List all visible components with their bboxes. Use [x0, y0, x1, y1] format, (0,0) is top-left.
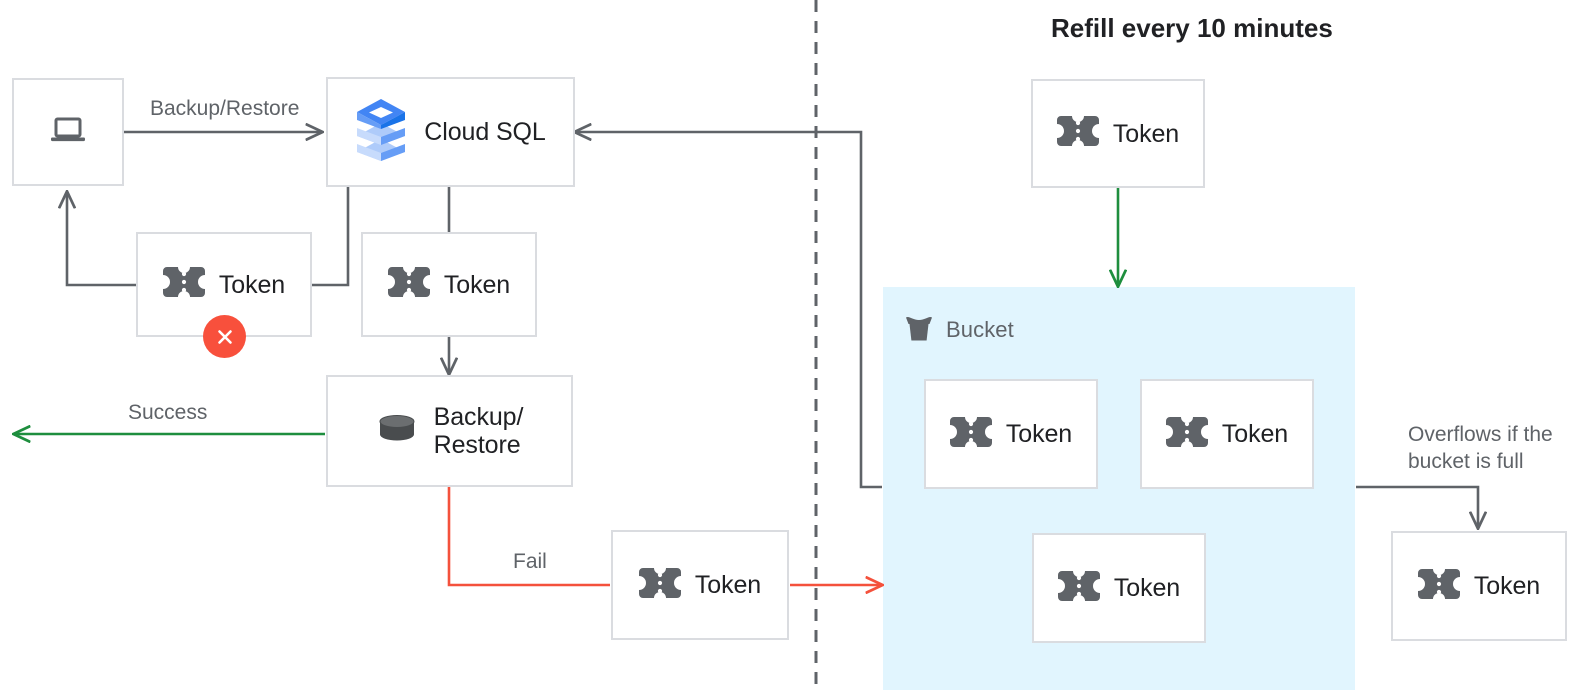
node-label-cloud-sql: Cloud SQL — [424, 118, 546, 146]
node-label-token-fail: Token — [694, 571, 762, 599]
node-label-token-overflow: Token — [1473, 572, 1541, 600]
node-token-refill[interactable]: Token — [1031, 79, 1205, 188]
diagram-title: Refill every 10 minutes — [1051, 13, 1333, 43]
node-label-token-accepted: Token — [443, 270, 511, 299]
node-token-accepted[interactable]: Token — [361, 232, 537, 337]
token-icon — [162, 265, 205, 304]
token-icon — [638, 566, 681, 605]
bucket-header: Bucket — [903, 312, 1014, 348]
token-icon — [1417, 567, 1460, 606]
laptop-icon — [48, 115, 88, 150]
error-x-icon — [203, 315, 246, 358]
database-icon — [376, 412, 418, 451]
node-token-bucket-2[interactable]: Token — [1140, 379, 1314, 489]
token-icon — [949, 415, 992, 454]
node-label-token-bucket-2: Token — [1221, 420, 1289, 448]
node-label-token-bucket-1: Token — [1005, 420, 1073, 448]
node-computer[interactable] — [12, 78, 124, 186]
token-icon — [387, 265, 430, 304]
node-token-overflow[interactable]: Token — [1391, 531, 1567, 641]
bucket-icon — [903, 312, 935, 348]
bucket-title-label: Bucket — [946, 317, 1014, 342]
edge-label-success: Success — [128, 401, 208, 424]
edge-label-fail: Fail — [513, 550, 547, 573]
token-icon — [1165, 415, 1208, 454]
node-label-token-refill: Token — [1112, 119, 1180, 148]
edge-token-rejected-to-computer — [67, 192, 136, 287]
node-token-bucket-3[interactable]: Token — [1032, 533, 1206, 643]
token-icon — [1057, 569, 1100, 608]
token-icon — [1056, 114, 1099, 153]
node-token-bucket-1[interactable]: Token — [924, 379, 1098, 489]
node-label-token-rejected: Token — [218, 270, 286, 299]
edge-bucket-overflow — [1356, 485, 1478, 528]
edge-label-overflow: Overflows if the bucket is full — [1408, 423, 1553, 473]
edge-label-backup-restore: Backup/Restore — [150, 97, 300, 120]
cloud-sql-icon — [355, 98, 407, 166]
node-label-token-bucket-3: Token — [1113, 574, 1181, 602]
node-label-backup-restore: Backup/ Restore — [433, 403, 524, 459]
node-backup-restore[interactable]: Backup/ Restore — [326, 375, 573, 487]
node-cloud-sql[interactable]: Cloud SQL — [326, 77, 575, 187]
node-token-fail[interactable]: Token — [611, 530, 789, 640]
edge-bucket-to-cloudsql — [575, 132, 882, 489]
edge-token-rejected-to-cloudsql — [312, 187, 350, 287]
